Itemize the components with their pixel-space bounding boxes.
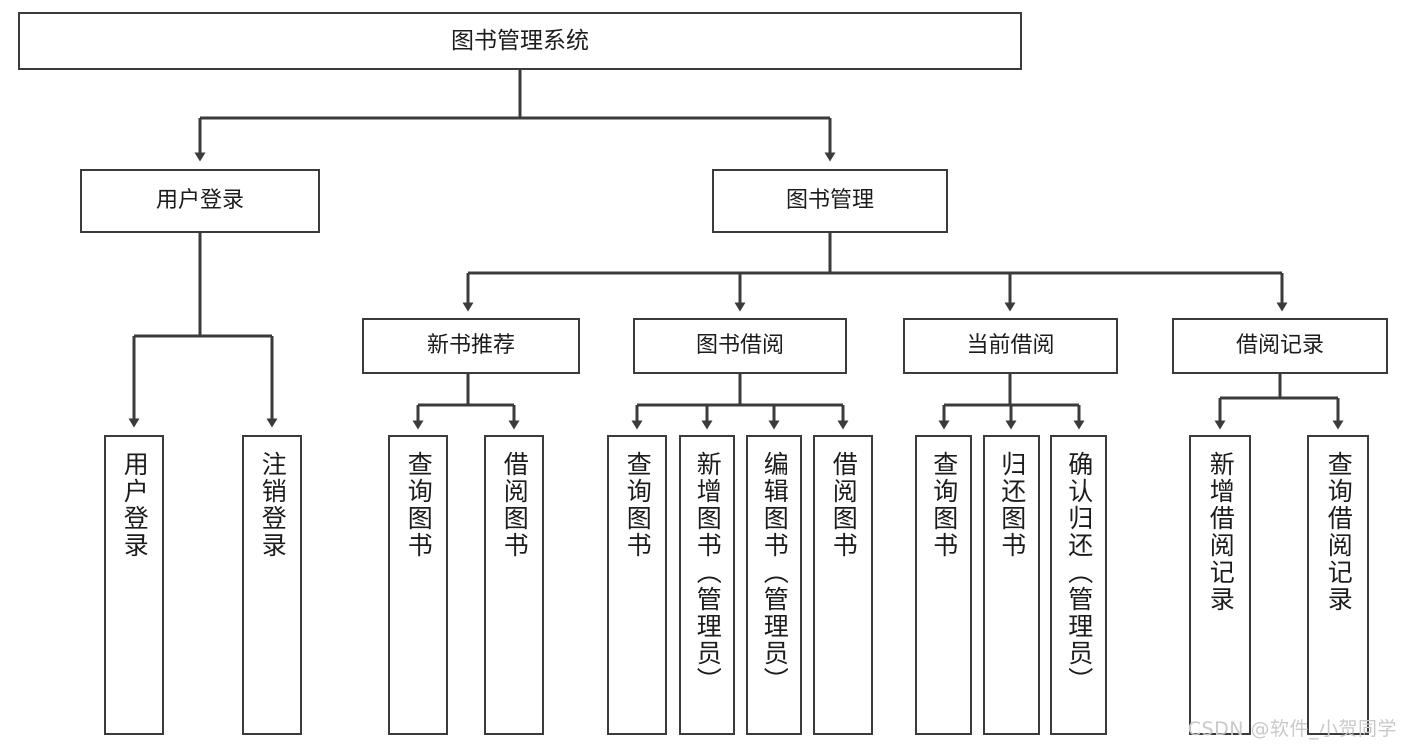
leaf-return-book-label: 归还图书 [997,451,1027,559]
leaf-borrow-book-recommend-label: 借阅图书 [500,451,530,559]
leaf-confirm-return-admin[interactable]: 确认归还（管理员） [1050,435,1107,735]
leaf-user-login-label: 用户登录 [120,451,150,559]
leaf-query-book-recommend[interactable]: 查询图书 [388,435,448,735]
leaf-edit-book-admin-label: 编辑图书（管理员） [760,451,790,694]
leaf-query-book-recommend-label: 查询图书 [404,451,434,559]
leaf-add-book-admin[interactable]: 新增图书（管理员） [679,435,735,735]
leaf-add-borrow-record[interactable]: 新增借阅记录 [1189,435,1251,735]
node-borrow-record[interactable]: 借阅记录 [1172,318,1388,374]
node-user-login[interactable]: 用户登录 [80,169,320,233]
leaf-query-book-current-label: 查询图书 [929,451,959,559]
node-current-borrow-label: 当前借阅 [966,333,1055,359]
leaf-logout-label: 注销登录 [258,451,288,559]
leaf-query-borrow-record[interactable]: 查询借阅记录 [1307,435,1369,735]
leaf-borrow-book-recommend[interactable]: 借阅图书 [484,435,544,735]
leaf-add-book-admin-label: 新增图书（管理员） [693,451,723,694]
leaf-borrow-book[interactable]: 借阅图书 [813,435,873,735]
node-user-login-label: 用户登录 [155,188,244,214]
leaf-edit-book-admin[interactable]: 编辑图书（管理员） [746,435,802,735]
watermark: CSDN @软件_小贺同学 [1187,718,1397,740]
leaf-borrow-book-label: 借阅图书 [829,451,859,559]
node-root-label: 图书管理系统 [451,27,589,54]
leaf-query-borrow-record-label: 查询借阅记录 [1324,451,1354,613]
node-book-management[interactable]: 图书管理 [712,169,948,233]
leaf-confirm-return-admin-label: 确认归还（管理员） [1064,451,1094,694]
node-book-management-label: 图书管理 [785,188,874,214]
node-current-borrow[interactable]: 当前借阅 [903,318,1118,374]
leaf-query-book-current[interactable]: 查询图书 [915,435,972,735]
node-book-borrow[interactable]: 图书借阅 [633,318,847,374]
leaf-query-book-borrow-label: 查询图书 [623,451,653,559]
node-new-book-recommend-label: 新书推荐 [426,333,515,359]
node-book-borrow-label: 图书借阅 [695,333,784,359]
leaf-query-book-borrow[interactable]: 查询图书 [607,435,667,735]
node-borrow-record-label: 借阅记录 [1235,333,1324,359]
leaf-add-borrow-record-label: 新增借阅记录 [1206,451,1236,613]
node-new-book-recommend[interactable]: 新书推荐 [362,318,580,374]
leaf-logout[interactable]: 注销登录 [242,435,302,735]
node-root[interactable]: 图书管理系统 [18,12,1022,70]
leaf-user-login[interactable]: 用户登录 [104,435,164,735]
leaf-return-book[interactable]: 归还图书 [983,435,1040,735]
